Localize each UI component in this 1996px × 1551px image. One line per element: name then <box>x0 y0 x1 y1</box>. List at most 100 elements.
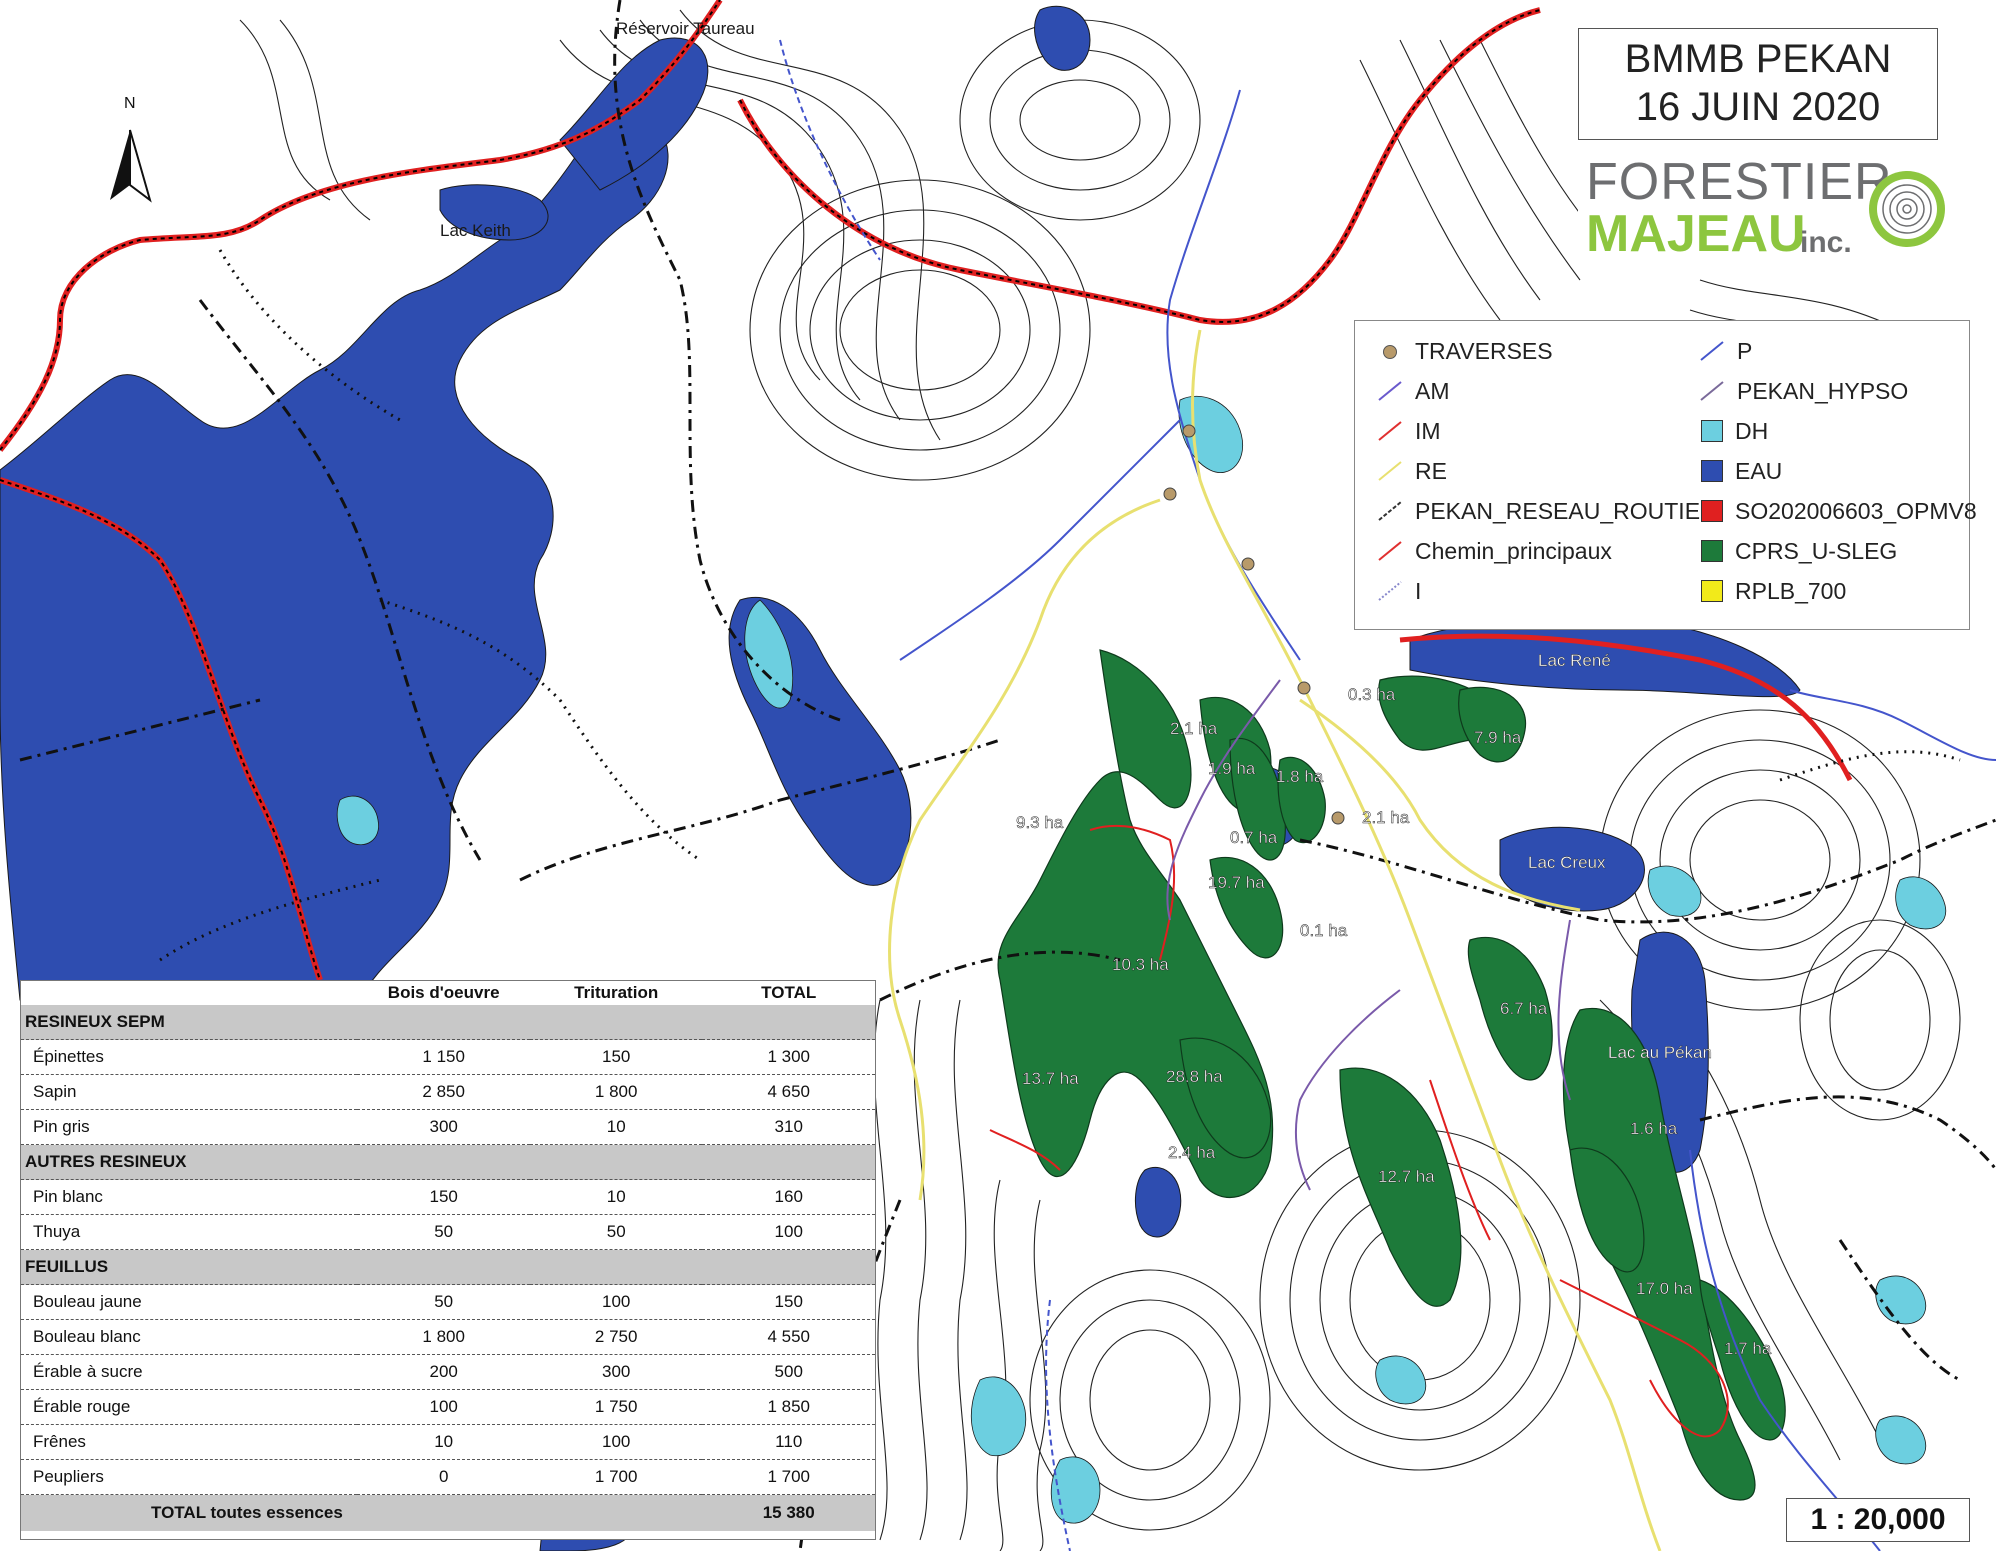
harvest-blocks <box>997 649 1786 1501</box>
legend-item-im: IM <box>1377 411 1441 451</box>
map-title-box: BMMB PEKAN 16 JUIN 2020 <box>1578 28 1938 140</box>
table-section-row: RESINEUX SEPM <box>21 1005 875 1040</box>
table-row: Sapin 2 850 1 800 4 650 <box>21 1074 875 1110</box>
tree-ring-icon <box>1869 171 1945 247</box>
north-arrow-icon <box>110 129 152 203</box>
map-title: BMMB PEKAN <box>1624 37 1892 81</box>
im-lines <box>989 824 1729 1438</box>
legend-item-am: AM <box>1377 371 1450 411</box>
legend-item-eau: EAU <box>1699 451 1782 491</box>
area-label: 0.1 ha <box>1300 921 1348 940</box>
column-header: Bois d'oeuvre <box>387 983 500 1002</box>
lake-taureau-north <box>559 37 709 191</box>
place-label-lac-rene: Lac René <box>1538 651 1611 670</box>
area-label: 13.7 ha <box>1022 1069 1079 1088</box>
area-label: 1.9 ha <box>1208 759 1256 778</box>
column-header: Trituration <box>574 983 659 1002</box>
fill-symbol-icon <box>1701 540 1723 562</box>
wetlands <box>336 396 1947 1524</box>
map-legend: TRAVERSES AM IM RE PEKAN_RESEAU_ROUTIER … <box>1354 320 1977 630</box>
table-row: Érable à sucre 200 300 500 <box>21 1354 875 1390</box>
area-label: 6.7 ha <box>1500 999 1548 1018</box>
table-row: Frênes 10 100 110 <box>21 1424 875 1460</box>
legend-item-chemin-principaux: Chemin_principaux <box>1377 531 1612 571</box>
legend-item-reseau-routier: PEKAN_RESEAU_ROUTIER <box>1377 491 1717 531</box>
fill-symbol-icon <box>1701 500 1723 522</box>
scale-indicator: 1 : 20,000 <box>1786 1498 1970 1542</box>
area-label: 0.7 ha <box>1230 828 1278 847</box>
fill-symbol-icon <box>1701 460 1723 482</box>
legend-item-dh: DH <box>1699 411 1768 451</box>
column-header: TOTAL <box>761 983 817 1002</box>
place-label-lac-creux: Lac Creux <box>1528 853 1606 872</box>
fill-symbol-icon <box>1701 420 1723 442</box>
road-network <box>19 0 1996 1551</box>
line-symbol-icon <box>1377 460 1403 482</box>
area-label: 2.4 ha <box>1168 1143 1216 1162</box>
table-row: Érable rouge 100 1 750 1 850 <box>21 1389 875 1425</box>
legend-item-re: RE <box>1377 451 1447 491</box>
lake-north <box>1034 5 1091 71</box>
hypso-lines <box>1166 679 1571 1191</box>
area-label: 12.7 ha <box>1378 1167 1435 1186</box>
map-date: 16 JUIN 2020 <box>1635 85 1881 129</box>
area-label: 1.8 ha <box>1276 767 1324 786</box>
area-label: 1.7 ha <box>1724 1339 1772 1358</box>
table-row: Bouleau blanc 1 800 2 750 4 550 <box>21 1319 875 1355</box>
table-header-empty <box>21 981 357 1005</box>
line-symbol-icon <box>1377 420 1403 442</box>
legend-item-traverses: TRAVERSES <box>1377 331 1553 371</box>
table-row: Épinettes 1 150 150 1 300 <box>21 1039 875 1075</box>
legend-item-i: I <box>1377 571 1421 611</box>
area-label: 28.8 ha <box>1166 1067 1223 1086</box>
area-label: 1.6 ha <box>1630 1119 1678 1138</box>
logo-line2: MAJEAU <box>1586 205 1806 263</box>
table-header-row: Bois d'oeuvre Trituration TOTAL <box>21 981 875 1005</box>
legend-item-rplb: RPLB_700 <box>1699 571 1846 611</box>
table-row: Peupliers 0 1 700 1 700 <box>21 1459 875 1495</box>
legend-item-pekan-hypso: PEKAN_HYPSO <box>1699 371 1908 411</box>
line-symbol-icon <box>1699 380 1725 402</box>
total-value: 15 380 <box>702 1494 875 1531</box>
lake-taureau-west <box>0 119 669 1001</box>
area-label: 2.1 ha <box>1362 808 1410 827</box>
table-row: Pin blanc 150 10 160 <box>21 1179 875 1215</box>
volume-table-grid: Bois d'oeuvre Trituration TOTAL RESINEUX… <box>21 981 875 1531</box>
total-label: TOTAL toutes essences <box>21 1494 703 1531</box>
area-label: 19.7 ha <box>1208 873 1265 892</box>
line-symbol-icon <box>1377 580 1403 602</box>
traverses <box>1163 424 1345 825</box>
main-roads <box>0 0 1853 981</box>
line-symbol-icon <box>1377 540 1403 562</box>
north-label: N <box>124 95 136 112</box>
area-label: 17.0 ha <box>1636 1279 1693 1298</box>
area-label: 7.9 ha <box>1474 728 1522 747</box>
lake-creux <box>1499 826 1645 912</box>
line-symbol-icon <box>1377 380 1403 402</box>
table-row: Thuya 50 50 100 <box>21 1214 875 1250</box>
fill-symbol-icon <box>1701 580 1723 602</box>
table-total-row: TOTAL toutes essences 15 380 <box>21 1494 875 1531</box>
logo-suffix: inc. <box>1800 226 1852 259</box>
table-row: Bouleau jaune 50 100 150 <box>21 1284 875 1320</box>
line-symbol-icon <box>1699 340 1725 362</box>
place-label-lac-au-pekan: Lac au Pékan <box>1608 1043 1712 1062</box>
company-logo: FORESTIER MAJEAU inc. <box>1578 148 1948 266</box>
table-row: Pin gris 300 10 310 <box>21 1109 875 1145</box>
legend-item-p: P <box>1699 331 1752 371</box>
tracks <box>159 249 1961 962</box>
access-roads-re <box>888 329 1662 1551</box>
table-section-row: AUTRES RESINEUX <box>21 1144 875 1180</box>
table-section-row: FEUILLUS <box>21 1249 875 1285</box>
area-label: 10.3 ha <box>1112 955 1169 974</box>
place-label-reservoir-taureau: Réservoir Taureau <box>616 19 755 38</box>
lake-small-south <box>1134 1166 1182 1238</box>
area-label: 0.3 ha <box>1348 685 1396 704</box>
legend-item-cprs: CPRS_U-SLEG <box>1699 531 1897 571</box>
place-label-lac-keith: Lac Keith <box>440 221 511 240</box>
logo-line1: FORESTIER <box>1586 153 1893 211</box>
legend-item-so202006603: SO202006603_OPMV8 <box>1699 491 1977 531</box>
streams <box>779 39 1996 1551</box>
volume-table: Bois d'oeuvre Trituration TOTAL RESINEUX… <box>20 980 876 1540</box>
